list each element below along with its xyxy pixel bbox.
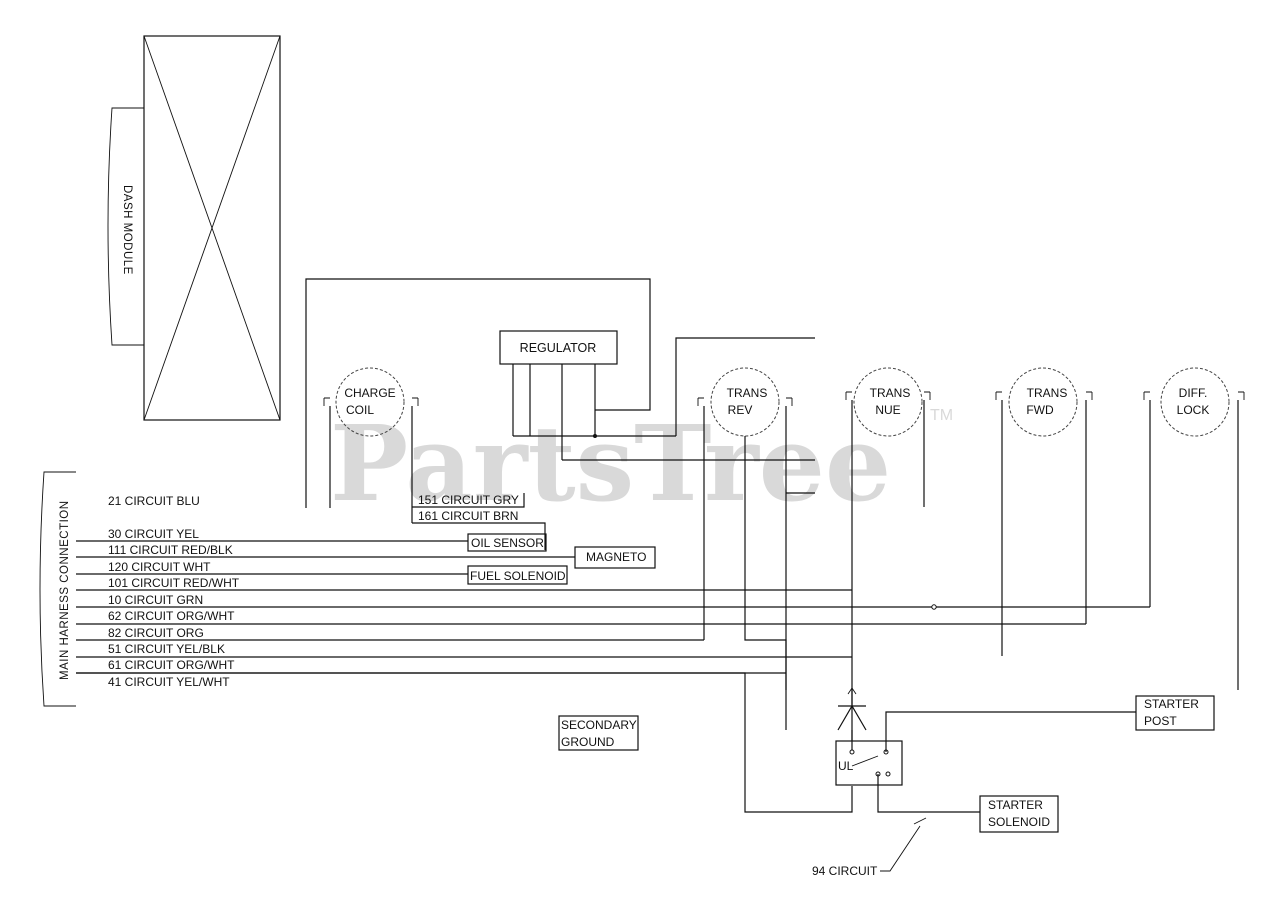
trans-rev-line1: TRANS bbox=[727, 386, 768, 400]
regulator: REGULATOR bbox=[499, 330, 618, 365]
dash-module: DASH MODULE bbox=[107, 35, 281, 421]
circuit-120: 120 CIRCUIT WHT bbox=[108, 560, 211, 574]
circuit-94-callout: 94 CIRCUIT bbox=[812, 817, 927, 878]
watermark: PartsTree bbox=[330, 402, 891, 525]
trans-fwd-line2: FWD bbox=[1026, 403, 1054, 417]
magneto: MAGNETO bbox=[574, 546, 656, 569]
diff-lock-line2: LOCK bbox=[1177, 403, 1210, 417]
trans-rev-line2: REV bbox=[728, 403, 753, 417]
trans-fwd-line1: TRANS bbox=[1027, 386, 1068, 400]
secondary-ground-line2: GROUND bbox=[561, 735, 615, 749]
starter-solenoid-line1: STARTER bbox=[988, 798, 1043, 812]
circuit-82: 82 CIRCUIT ORG bbox=[108, 626, 204, 640]
starter-relay: UL bbox=[835, 730, 903, 786]
secondary-ground-line1: SECONDARY bbox=[561, 718, 637, 732]
watermark-trademark: TM bbox=[930, 407, 953, 424]
main-harness-label: MAIN HARNESS CONNECTION bbox=[59, 500, 71, 680]
trans-nue-line2: NUE bbox=[875, 403, 900, 417]
diff-lock: DIFF. LOCK bbox=[1143, 367, 1245, 690]
ul-mark: UL bbox=[838, 759, 854, 773]
circuit-61: 61 CIRCUIT ORG/WHT bbox=[108, 658, 235, 672]
coil-circuit-151: 151 CIRCUIT GRY bbox=[418, 493, 519, 507]
magneto-label: MAGNETO bbox=[586, 550, 646, 564]
circuit-101: 101 CIRCUIT RED/WHT bbox=[108, 576, 240, 590]
circuit-111: 111 CIRCUIT RED/BLK bbox=[108, 543, 233, 557]
fuel-solenoid: FUEL SOLENOID bbox=[467, 565, 568, 585]
circuit-51: 51 CIRCUIT YEL/BLK bbox=[108, 642, 225, 656]
secondary-ground: SECONDARY GROUND bbox=[558, 715, 639, 751]
circuit-62: 62 CIRCUIT ORG/WHT bbox=[108, 609, 235, 623]
charge-coil: CHARGE COIL bbox=[323, 367, 419, 523]
oil-sensor: OIL SENSOR bbox=[467, 533, 547, 552]
oil-sensor-label: OIL SENSOR bbox=[471, 536, 544, 550]
circuit-10: 10 CIRCUIT GRN bbox=[108, 593, 203, 607]
starter-post-line1: STARTER bbox=[1144, 697, 1199, 711]
starter-solenoid: STARTER SOLENOID bbox=[979, 795, 1059, 833]
starter-solenoid-line2: SOLENOID bbox=[988, 815, 1050, 829]
charge-coil-line2: COIL bbox=[346, 403, 374, 417]
diff-lock-line1: DIFF. bbox=[1179, 386, 1208, 400]
circuit-41: 41 CIRCUIT YEL/WHT bbox=[108, 675, 230, 689]
trans-nue-line1: TRANS bbox=[870, 386, 911, 400]
starter-post-line2: POST bbox=[1144, 714, 1177, 728]
circuit-94-label: 94 CIRCUIT bbox=[812, 864, 878, 878]
trans-nue: TRANS NUE bbox=[845, 367, 931, 752]
regulator-label: REGULATOR bbox=[520, 341, 597, 355]
dash-module-label: DASH MODULE bbox=[121, 185, 133, 275]
fuel-solenoid-label: FUEL SOLENOID bbox=[470, 569, 566, 583]
starter-post: STARTER POST bbox=[1135, 695, 1215, 731]
circuit-30: 30 CIRCUIT YEL bbox=[108, 527, 199, 541]
trans-fwd: TRANS FWD bbox=[995, 367, 1093, 656]
main-harness-connection: MAIN HARNESS CONNECTION bbox=[39, 471, 76, 707]
circuit-21: 21 CIRCUIT BLU bbox=[108, 494, 200, 508]
diode-symbol bbox=[837, 687, 867, 731]
charge-coil-line1: CHARGE bbox=[344, 386, 395, 400]
coil-circuit-161: 161 CIRCUIT BRN bbox=[418, 509, 518, 523]
